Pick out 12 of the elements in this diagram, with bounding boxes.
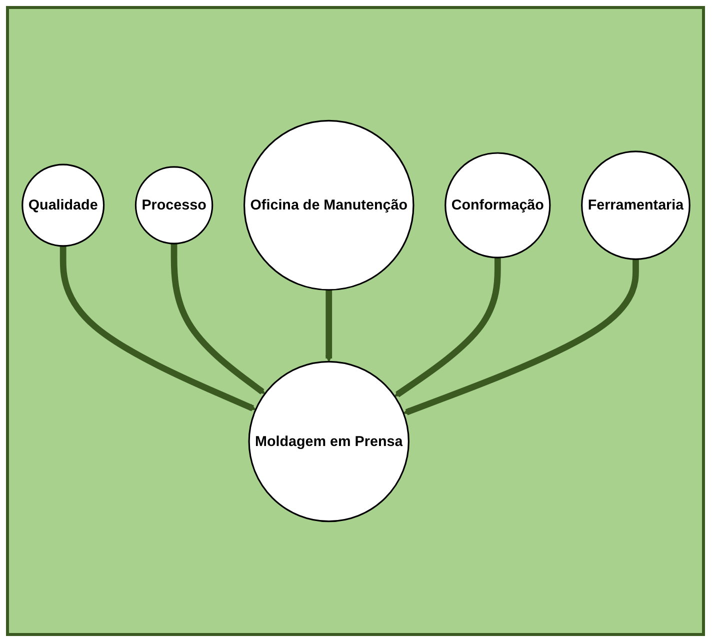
node-circle bbox=[248, 360, 409, 522]
node-circle bbox=[444, 152, 550, 258]
arrow bbox=[324, 290, 332, 362]
node-circle bbox=[21, 164, 104, 247]
arrow bbox=[170, 244, 265, 394]
arrow bbox=[59, 246, 256, 412]
arrow bbox=[402, 259, 638, 416]
node-circle bbox=[242, 120, 414, 291]
node-circle bbox=[580, 150, 690, 260]
arrow bbox=[394, 258, 500, 398]
node-circle bbox=[134, 166, 213, 244]
panel-background: Qualidade Processo Oficina de Manutenção Moldagem em Prensa Conformação Ferramentaria bbox=[6, 6, 705, 636]
